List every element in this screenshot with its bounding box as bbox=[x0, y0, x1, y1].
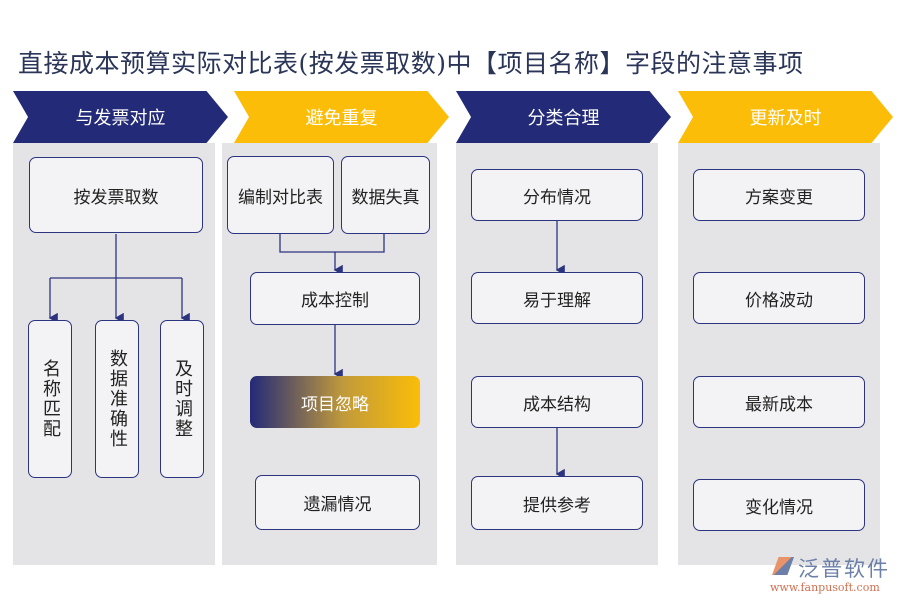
logo-mark-icon bbox=[772, 557, 794, 575]
box-compile-table: 编制对比表 bbox=[227, 156, 334, 234]
header-label: 避免重复 bbox=[305, 108, 378, 129]
box-cost-control: 成本控制 bbox=[250, 272, 420, 325]
box-invoice-fetch: 按发票取数 bbox=[29, 157, 203, 233]
header-label: 分类合理 bbox=[527, 108, 600, 129]
header-label: 与发票对应 bbox=[75, 108, 166, 129]
box-timely-adjust: 及时调整 bbox=[160, 320, 204, 478]
box-data-distortion: 数据失真 bbox=[341, 156, 430, 234]
box-easy-understand: 易于理解 bbox=[471, 272, 643, 324]
logo: 泛普软件 www.fanpusoft.com bbox=[770, 553, 895, 594]
box-omission: 遗漏情况 bbox=[255, 475, 420, 530]
box-reference: 提供参考 bbox=[471, 476, 643, 530]
box-data-accuracy: 数据准确性 bbox=[95, 320, 139, 478]
header-col2: 避免重复 bbox=[234, 91, 449, 143]
header-col3: 分类合理 bbox=[456, 91, 671, 143]
box-cost-structure: 成本结构 bbox=[471, 376, 643, 428]
box-project-ignored: 项目忽略 bbox=[250, 376, 420, 428]
logo-name: 泛普软件 bbox=[798, 557, 890, 581]
box-name-match: 名称匹配 bbox=[28, 320, 72, 478]
box-plan-change: 方案变更 bbox=[693, 169, 865, 221]
logo-url: www.fanpusoft.com bbox=[770, 581, 880, 594]
box-change-status: 变化情况 bbox=[693, 479, 865, 531]
header-label: 更新及时 bbox=[749, 108, 822, 129]
page-title: 直接成本预算实际对比表(按发票取数)中【项目名称】字段的注意事项 bbox=[18, 49, 804, 78]
header-col1: 与发票对应 bbox=[13, 91, 228, 143]
box-latest-cost: 最新成本 bbox=[693, 376, 865, 428]
box-price-fluctuation: 价格波动 bbox=[693, 272, 865, 324]
header-col4: 更新及时 bbox=[678, 91, 893, 143]
box-distribution: 分布情况 bbox=[471, 169, 643, 221]
